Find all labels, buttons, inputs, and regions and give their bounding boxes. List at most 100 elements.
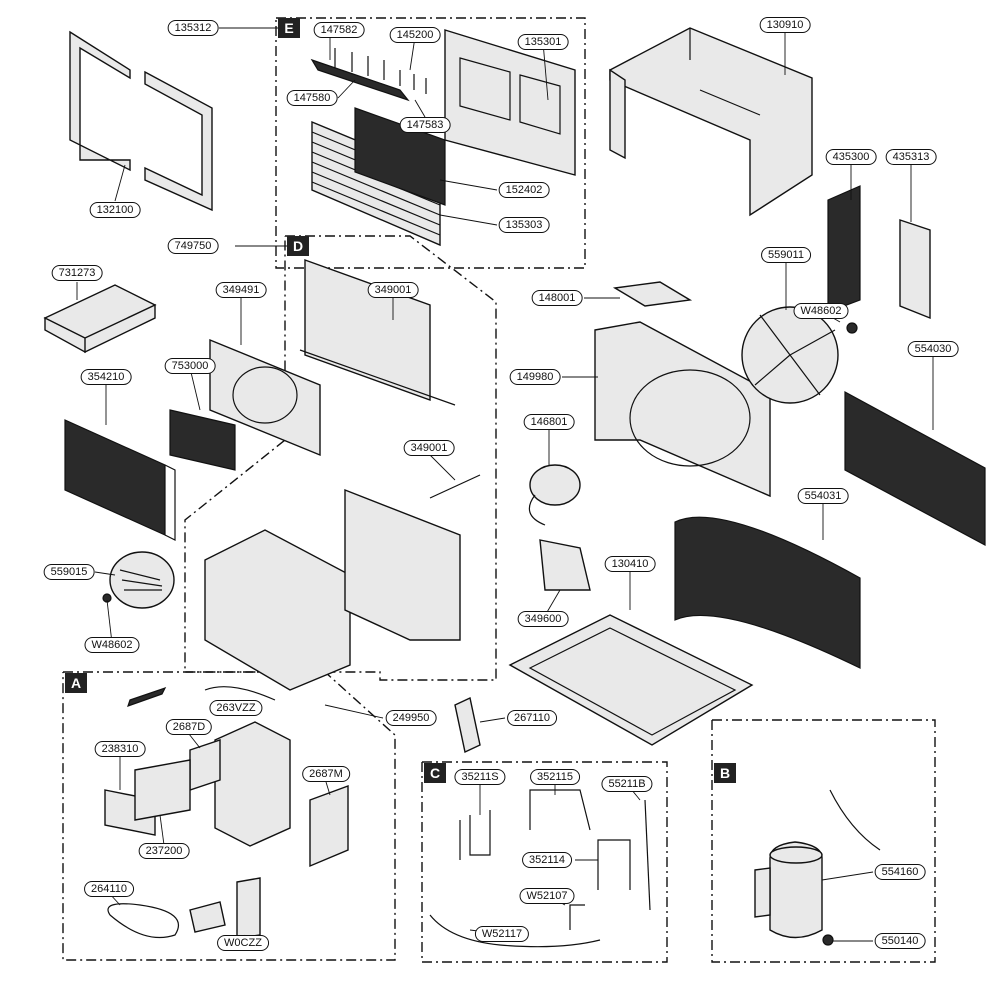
- plug-a: [189, 901, 226, 933]
- part-callout: 132100: [89, 202, 141, 218]
- power-cord-264110: [107, 903, 180, 939]
- control-panel-237200: [134, 759, 191, 821]
- grommet-550140: [822, 934, 834, 946]
- part-callout: 237200: [138, 843, 190, 859]
- part-callout: W48602: [793, 303, 849, 319]
- part-callout: 130910: [759, 17, 811, 33]
- leader-lines: [76, 25, 934, 944]
- part-callout: 559015: [43, 564, 95, 580]
- cable-a-top: [127, 686, 167, 707]
- part-callout: 435300: [825, 149, 877, 165]
- part-callout: 147582: [313, 22, 365, 38]
- part-callout: 435313: [885, 149, 937, 165]
- part-callout: 349001: [403, 440, 455, 456]
- part-callout: W48602: [84, 637, 140, 653]
- evaporator-354210: [64, 419, 176, 541]
- part-callout: 263VZZ: [209, 700, 263, 716]
- part-callout: 749750: [167, 238, 219, 254]
- panel-435300: [827, 185, 861, 313]
- part-callout: 354210: [80, 369, 132, 385]
- part-callout: 753000: [164, 358, 216, 374]
- part-callout: 135312: [167, 20, 219, 36]
- motor-146801: [528, 464, 581, 526]
- section-c-boundary: [421, 761, 668, 963]
- front-panel-135301: [444, 29, 576, 176]
- part-callout: 152402: [498, 182, 550, 198]
- part-callout: 2687D: [165, 719, 213, 735]
- cable-263vzz: [204, 686, 276, 701]
- section-e-boundary: [275, 17, 586, 269]
- condenser-554030: [844, 390, 986, 547]
- part-callout: 264110: [84, 881, 134, 897]
- section-tag-a: A: [65, 673, 87, 693]
- panel-435313: [899, 219, 931, 320]
- part-callout: 238310: [94, 741, 146, 757]
- base-pan-130410: [508, 614, 754, 746]
- bracket-148001: [612, 281, 693, 307]
- section-tag-c: C: [424, 763, 446, 783]
- shaft-349001: [429, 474, 481, 499]
- part-callout: 554160: [874, 864, 926, 880]
- section-b-boundary: [711, 719, 936, 963]
- section-a-boundary: [62, 671, 396, 961]
- part-callout: 146801: [523, 414, 575, 430]
- part-callout: 148001: [531, 290, 583, 306]
- part-callout: 2687M: [302, 766, 350, 782]
- box-731273: [43, 284, 157, 354]
- part-callout: 352115: [530, 769, 580, 785]
- filter-holders-147582: [310, 48, 427, 102]
- heater-753000: [169, 409, 236, 471]
- section-tag-e: E: [278, 18, 300, 38]
- part-callout: 35211S: [454, 769, 506, 785]
- fan-shroud-149980: [594, 321, 771, 498]
- motor-mount-349600: [539, 539, 591, 591]
- part-callout: 55211B: [601, 776, 653, 792]
- compressor-554160: [754, 841, 823, 939]
- part-callout: 349600: [517, 611, 569, 627]
- part-callout: 554030: [907, 341, 959, 357]
- control-bracket-d: [344, 488, 461, 641]
- frame-132100: [69, 30, 213, 212]
- part-callout: W52117: [474, 926, 530, 942]
- part-callout: 145200: [389, 27, 441, 43]
- tube-35211s: [459, 810, 491, 860]
- fan-559011: [741, 306, 839, 404]
- washer-w48602-right: [846, 322, 858, 334]
- base-section-d: [204, 529, 351, 691]
- coil-554031: [674, 516, 861, 669]
- cabinet-130910: [609, 27, 813, 217]
- part-callout: 554031: [797, 488, 849, 504]
- section-tag-d: D: [287, 236, 309, 256]
- part-callout: 559011: [761, 247, 811, 263]
- part-callout: 731273: [51, 265, 103, 281]
- part-callout: 135303: [498, 217, 550, 233]
- part-callout: 149980: [509, 369, 561, 385]
- part-callout: 147583: [399, 117, 451, 133]
- control-box-249950: [214, 721, 291, 847]
- tube-352115: [529, 789, 591, 831]
- part-callout: 267110: [507, 710, 557, 726]
- tube-w52107: [569, 904, 585, 930]
- tube-352114: [597, 839, 631, 890]
- tube-55211b: [644, 799, 651, 911]
- part-callout: 249950: [385, 710, 437, 726]
- part-callout: 147580: [286, 90, 338, 106]
- wire-b: [829, 789, 881, 851]
- part-callout: 352114: [522, 852, 572, 868]
- remote-267110: [454, 696, 481, 754]
- part-callout: 550140: [874, 933, 926, 949]
- pcb-2687m: [309, 784, 349, 868]
- blower-wheel-559015: [109, 551, 175, 609]
- part-callout: 349491: [215, 282, 267, 298]
- part-callout: 135301: [517, 34, 569, 50]
- part-callout: W52107: [519, 888, 575, 904]
- part-callout: 349001: [367, 282, 419, 298]
- section-d-boundary: [184, 235, 497, 681]
- capacitor-w0czz: [236, 877, 261, 939]
- tube-w52117: [429, 914, 601, 948]
- evaporator-shroud-349491: [209, 338, 321, 457]
- section-tag-b: B: [714, 763, 736, 783]
- part-callout: W0CZZ: [217, 935, 269, 951]
